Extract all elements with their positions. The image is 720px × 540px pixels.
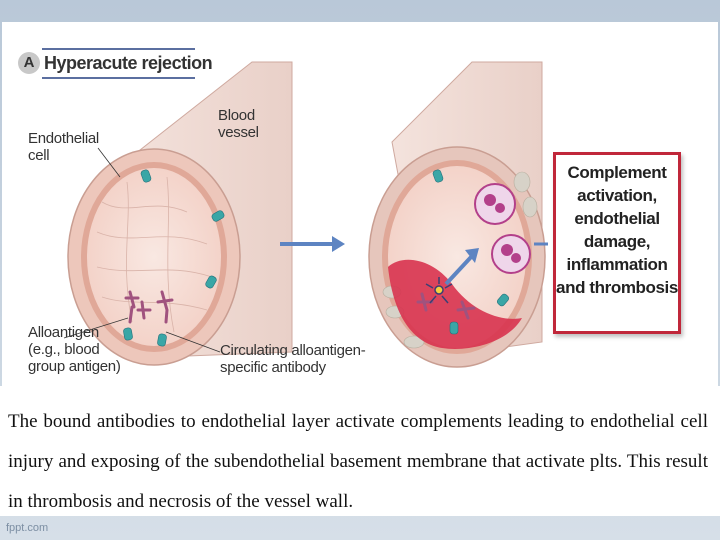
caption-text: The bound antibodies to endothelial laye… <box>8 411 708 512</box>
watermark: fppt.com <box>6 522 49 534</box>
label-circulating-antibody: Circulating alloantigen- specific antibo… <box>220 342 366 376</box>
label-endothelial-cell: Endothelial cell <box>28 130 99 164</box>
label-alloantigen: Alloantigen (e.g., blood group antigen) <box>28 324 121 375</box>
left-endothelium <box>81 162 227 352</box>
thrombus <box>388 259 522 349</box>
panel-title: Hyperacute rejection <box>44 53 213 73</box>
panel-badge: A <box>18 52 40 74</box>
left-antibodies <box>123 169 225 347</box>
transition-arrow <box>280 236 345 252</box>
left-vessel <box>63 61 293 366</box>
neutrophils <box>474 183 531 274</box>
title-rule-top <box>42 48 195 50</box>
outcome-text: Complement activation, endothelial damag… <box>556 163 678 297</box>
right-vessel <box>368 61 548 368</box>
hyperacute-rejection-figure: A Hyperacute rejection <box>2 22 718 386</box>
label-blood-vessel: Blood vessel <box>218 107 259 141</box>
title-rule-bottom <box>42 77 195 79</box>
outcome-box: Complement activation, endothelial damag… <box>553 152 681 334</box>
vessel-illustration <box>63 61 548 368</box>
caption-panel: The bound antibodies to endothelial laye… <box>0 386 720 516</box>
left-alloantigens <box>124 290 174 324</box>
